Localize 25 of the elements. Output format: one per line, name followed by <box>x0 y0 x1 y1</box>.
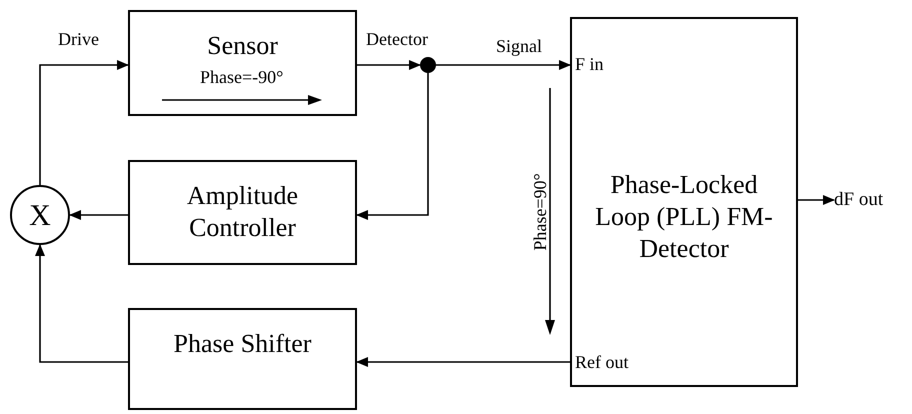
arrow <box>357 60 421 70</box>
edge-label: Signal <box>496 37 542 55</box>
arrow <box>69 210 128 220</box>
arrow <box>356 357 570 367</box>
block-title: Amplitude Controller <box>186 180 300 244</box>
process-box <box>128 10 357 116</box>
block-title: Phase Shifter <box>172 328 312 360</box>
arrow <box>35 244 128 363</box>
arrow <box>356 73 429 220</box>
port-label: F in <box>575 55 604 73</box>
phase-label: Phase=90° <box>531 172 549 253</box>
edge-label: Detector <box>366 30 428 48</box>
arrow <box>436 60 571 70</box>
edge-label: Drive <box>58 30 99 48</box>
pll-block <box>570 17 798 387</box>
block-title: Sensor <box>206 30 279 62</box>
process-box <box>128 160 357 265</box>
junction-dot <box>420 57 436 73</box>
phase-label: Phase=-90° <box>200 68 284 86</box>
arrow <box>798 195 835 205</box>
process-box <box>128 308 357 410</box>
block-title: Phase-Locked Loop (PLL) FM-Detector <box>594 169 774 265</box>
port-label: Ref out <box>575 353 628 371</box>
arrow <box>39 60 129 185</box>
output-label: dF out <box>834 187 906 213</box>
